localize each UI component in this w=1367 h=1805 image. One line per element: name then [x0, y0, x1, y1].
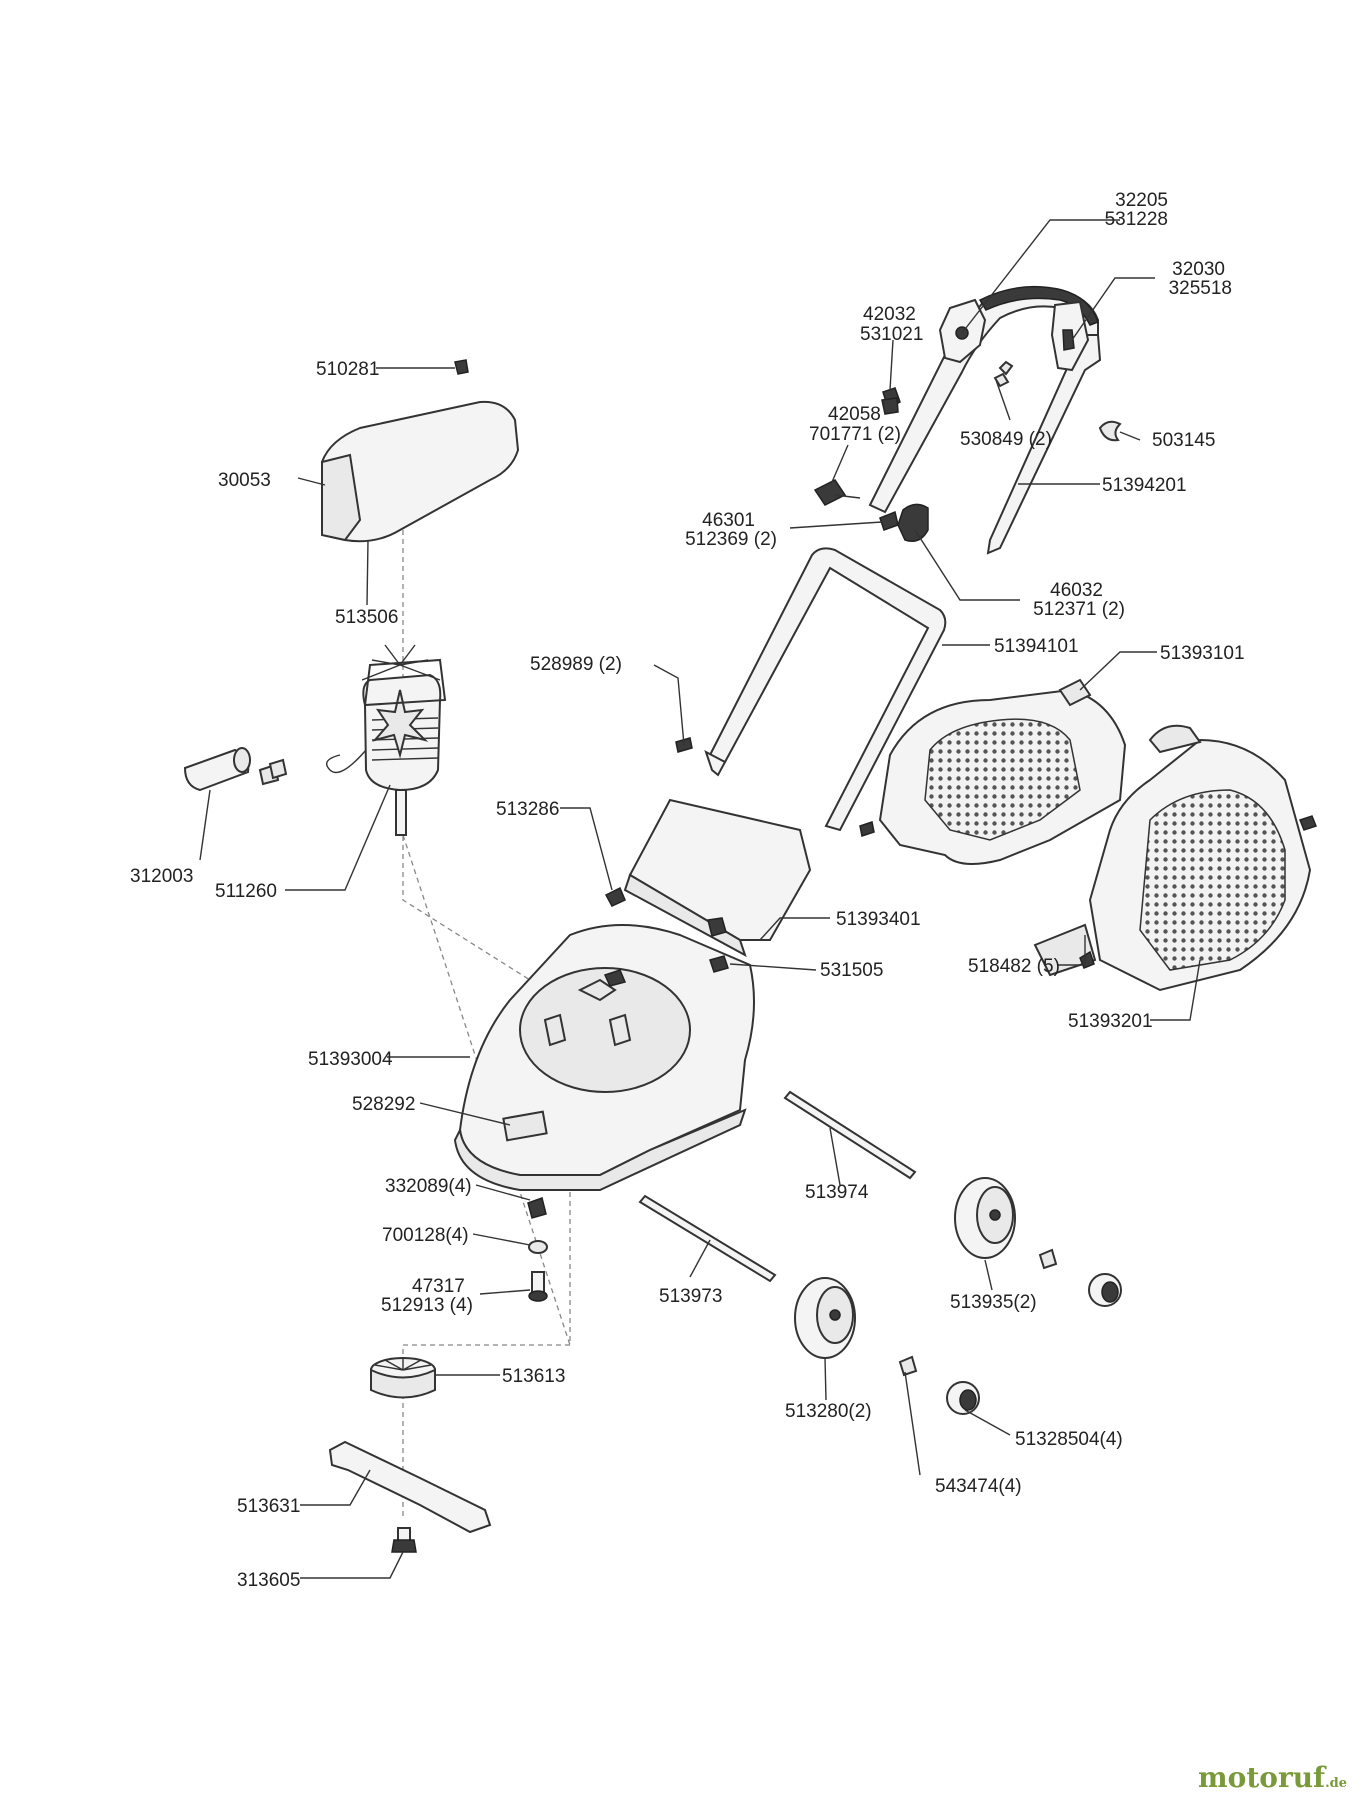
- mower-deck: [453, 924, 755, 1191]
- handle-clamp-right: [1050, 300, 1090, 372]
- motor: [326, 644, 447, 836]
- label-46032: 46032: [1050, 580, 1103, 601]
- label-530849: 530849 (2): [960, 429, 1052, 450]
- label-503145: 503145: [1152, 430, 1215, 451]
- blade: [328, 1440, 492, 1534]
- label-513974: 513974: [805, 1182, 869, 1203]
- label-46301: 46301: [702, 510, 755, 531]
- wheel-front: [794, 1277, 980, 1415]
- label-42058: 42058: [828, 404, 881, 425]
- label-513280: 513280(2): [785, 1401, 872, 1422]
- label-518482: 518482 (5): [968, 956, 1060, 977]
- label-700128: 700128(4): [382, 1225, 469, 1246]
- small-parts-top: [813, 360, 1122, 542]
- label-543474: 543474(4): [935, 1476, 1022, 1497]
- part-number-labels: 32205 531228 32030 325518 42032 531021 4…: [130, 190, 1245, 1591]
- label-528292: 528292: [352, 1094, 415, 1115]
- label-51393201: 51393201: [1068, 1011, 1153, 1032]
- blade-bolt: [391, 1527, 417, 1553]
- label-51393401: 51393401: [836, 909, 921, 930]
- label-332089: 332089(4): [385, 1176, 472, 1197]
- label-512913: 512913 (4): [381, 1295, 473, 1316]
- label-51328504: 51328504(4): [1015, 1429, 1123, 1450]
- label-42032: 42032: [863, 304, 916, 325]
- label-531505: 531505: [820, 960, 883, 981]
- label-513286: 513286: [496, 799, 559, 820]
- label-531021: 531021: [860, 324, 923, 345]
- watermark-brand: motoruf: [1198, 1761, 1326, 1794]
- label-325518: 325518: [1169, 278, 1232, 299]
- grass-box-upper: [878, 678, 1127, 865]
- label-30053: 30053: [218, 470, 271, 491]
- label-513973: 513973: [659, 1286, 722, 1307]
- grass-box-lower: [1033, 724, 1317, 992]
- label-528989: 528989 (2): [530, 654, 622, 675]
- watermark-logo: motoruf.de: [1198, 1761, 1347, 1794]
- label-51394101: 51394101: [994, 636, 1079, 657]
- label-531228: 531228: [1105, 209, 1168, 230]
- label-51393004: 51393004: [308, 1049, 393, 1070]
- axles: [638, 1090, 917, 1283]
- watermark-suffix: .de: [1325, 1776, 1347, 1791]
- label-511260: 511260: [215, 881, 277, 902]
- handle-clamp-left: [938, 298, 987, 364]
- capacitor: [183, 747, 288, 792]
- rear-flap: [604, 798, 812, 958]
- label-313605: 313605: [237, 1570, 300, 1591]
- label-312003: 312003: [130, 866, 193, 887]
- label-51394201: 51394201: [1102, 475, 1187, 496]
- lower-handle: [675, 547, 947, 837]
- label-513935: 513935(2): [950, 1292, 1037, 1313]
- label-32030: 32030: [1172, 259, 1225, 280]
- label-51393101: 51393101: [1160, 643, 1245, 664]
- label-701771: 701771 (2): [809, 424, 901, 445]
- label-510281: 510281: [316, 359, 379, 380]
- label-513631: 513631: [237, 1496, 300, 1517]
- fan: [370, 1357, 436, 1399]
- label-513613: 513613: [502, 1366, 565, 1387]
- label-512371: 512371 (2): [1033, 599, 1125, 620]
- leader-lines: [199, 219, 1201, 1579]
- wheel-rear: [954, 1177, 1122, 1307]
- label-47317: 47317: [412, 1276, 465, 1297]
- label-32205: 32205: [1115, 190, 1168, 211]
- motor-cover: [321, 359, 520, 543]
- label-513506: 513506: [335, 607, 398, 628]
- label-512369: 512369 (2): [685, 529, 777, 550]
- deck-fasteners: [527, 1197, 548, 1302]
